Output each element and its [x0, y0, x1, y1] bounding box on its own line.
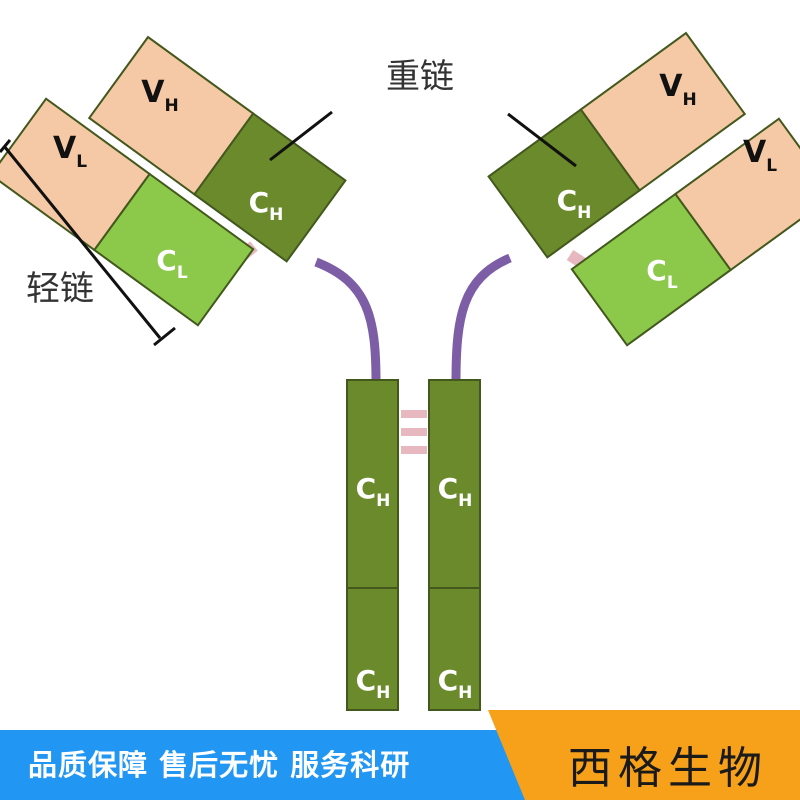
vl-domain-label: VL [53, 131, 87, 172]
hinge-disulfide-bond [401, 410, 427, 418]
vl-domain-label: VL [743, 135, 777, 176]
footer-banner: 品质保障 售后无忧 服务科研 西格生物 [0, 710, 800, 800]
right-hinge [451, 253, 512, 383]
left-hinge [314, 257, 381, 383]
left-light-chain [0, 97, 255, 327]
hinge-disulfide-bond [401, 428, 427, 436]
ch-domain [193, 112, 347, 263]
brand-name: 西格生物 [568, 743, 768, 794]
light-chain-bracket [0, 139, 176, 347]
hinge-disulfide-bond [401, 446, 427, 454]
ch-domain-label: CH [438, 472, 473, 511]
vh-domain-label: VH [659, 69, 696, 110]
cl-domain-label: CL [156, 244, 188, 283]
fc-right-column: CH CH [428, 379, 481, 711]
right-heavy-chain [487, 31, 747, 259]
ch-domain-label: CH [249, 186, 284, 225]
light-chain-label: 轻链 [26, 269, 94, 309]
ch-domain-label: CH [557, 184, 592, 223]
right-light-chain [570, 117, 800, 347]
ch-domain [487, 108, 641, 259]
heavy-chain-label: 重链 [386, 57, 454, 97]
banner-slogan: 品质保障 售后无忧 服务科研 [28, 748, 411, 782]
cl-domain-label: CL [646, 254, 678, 293]
heavy-chain-pointer-right [507, 112, 577, 168]
banner-background [0, 710, 800, 800]
ch-domain-label: CH [438, 664, 473, 703]
vh-domain-label: VH [141, 75, 178, 116]
ch-domain-label: CH [356, 472, 391, 511]
heavy-chain-pointer-left [269, 110, 333, 162]
left-heavy-chain [87, 35, 347, 263]
cl-domain [92, 172, 255, 327]
fc-left-column: CH CH [346, 379, 399, 711]
ch-domain-label: CH [356, 664, 391, 703]
cl-domain [570, 192, 733, 347]
